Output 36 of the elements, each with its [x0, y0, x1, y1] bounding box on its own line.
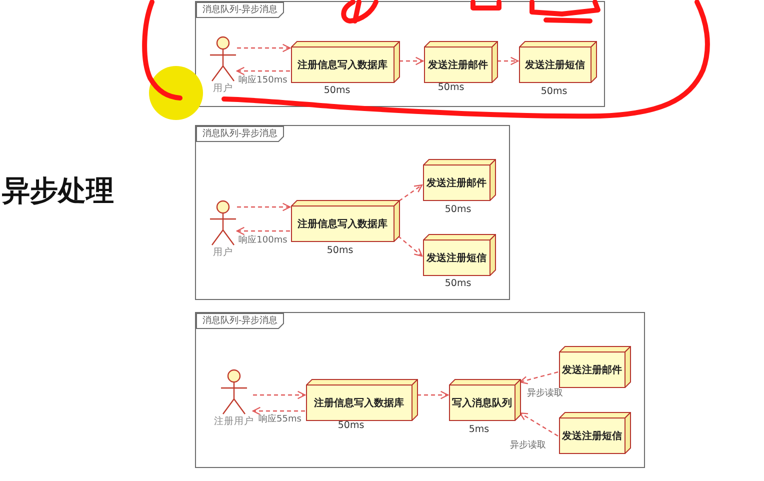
dashed-arrow [237, 44, 291, 52]
dashed-arrow [519, 371, 558, 384]
dashed-arrow [398, 184, 423, 202]
duration-label: 50ms [444, 278, 472, 289]
dashed-arrow [417, 390, 449, 400]
dashed-arrow [398, 236, 423, 257]
actor: 注册用户 [214, 369, 254, 428]
frame-tab: 消息队列-异步消息 [196, 2, 284, 18]
duration-label: 5ms [468, 424, 490, 435]
frame-tab: 消息队列-异步消息 [196, 313, 284, 329]
edge-label: 响应150ms [238, 76, 288, 86]
edge-label: 异步读取 [526, 388, 564, 400]
frame-tab: 消息队列-异步消息 [196, 126, 284, 142]
actor: 用户 [208, 36, 238, 95]
duration-label: 50ms [338, 420, 364, 431]
duration-label: 50ms [540, 86, 568, 97]
dashed-arrow [236, 226, 290, 236]
duration-label: 50ms [444, 204, 472, 215]
dashed-arrow [237, 202, 291, 212]
duration-label: 50ms [324, 85, 350, 96]
dashed-arrow [252, 406, 305, 416]
dashed-arrow [497, 56, 519, 66]
dashed-arrow [236, 66, 290, 76]
frame [195, 312, 645, 468]
frame [195, 125, 510, 300]
dashed-arrow [253, 390, 306, 400]
dashed-arrow [399, 56, 424, 66]
dashed-arrow [519, 412, 558, 437]
actor: 用户 [208, 200, 238, 259]
frame [195, 1, 605, 107]
edge-label: 响应55ms [258, 414, 302, 426]
edge-label: 响应100ms [238, 236, 288, 246]
duration-label: 50ms [438, 82, 464, 93]
page-title: 异步处理 [2, 174, 114, 208]
duration-label: 50ms [326, 245, 354, 256]
edge-label: 异步读取 [509, 440, 547, 452]
